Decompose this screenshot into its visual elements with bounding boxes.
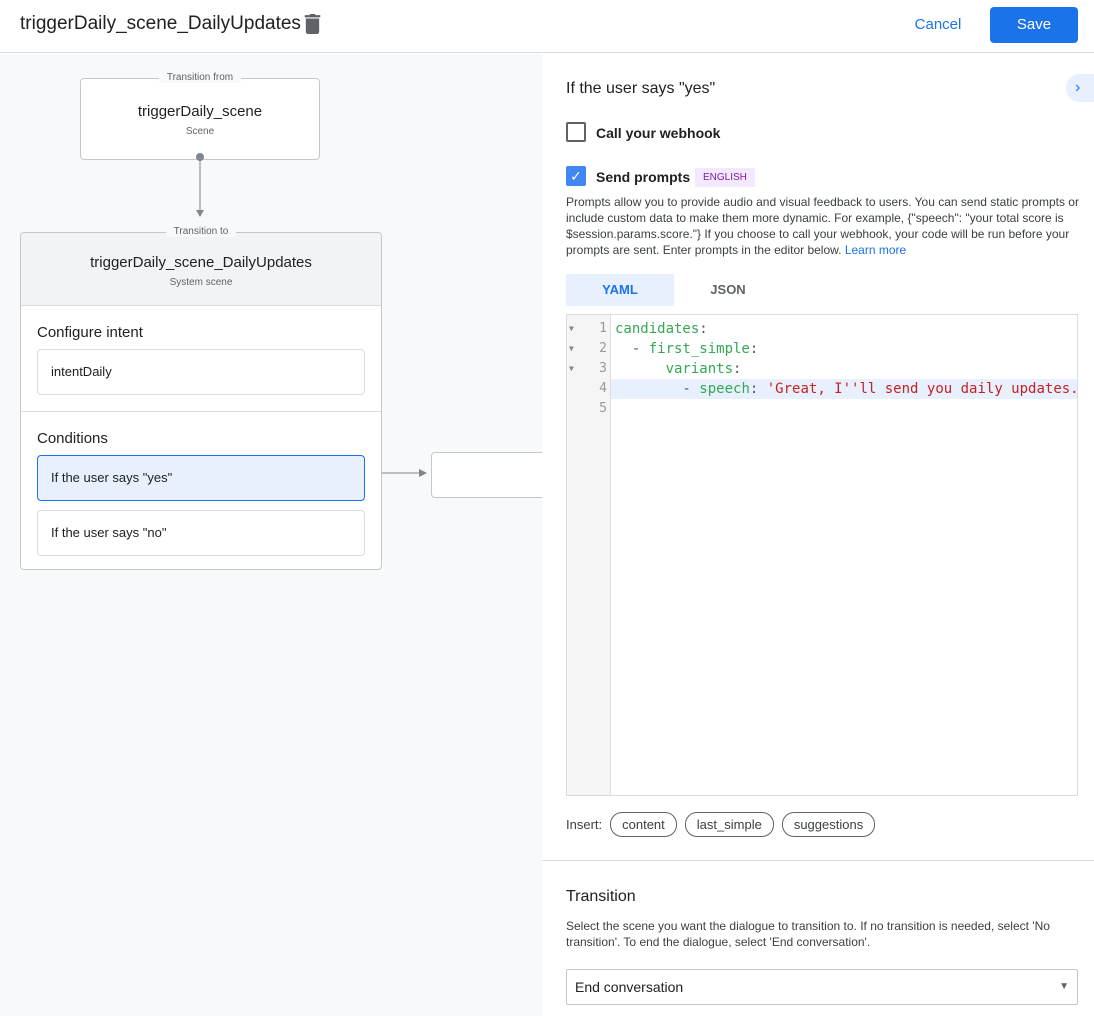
dropdown-arrow-icon: ▼	[1059, 981, 1069, 992]
code-line[interactable]: - first_simple:	[615, 341, 759, 357]
node-type: System scene	[169, 277, 233, 288]
line-number: ▼1	[567, 319, 611, 339]
transition-select[interactable]: End conversation▼	[566, 969, 1078, 1005]
code-line[interactable]: candidates:	[615, 321, 708, 337]
trash-icon[interactable]	[304, 14, 321, 34]
insert-suggestions-chip[interactable]: suggestions	[781, 812, 876, 837]
node-name: triggerDaily_scene	[137, 103, 263, 120]
learn-more-link[interactable]: Learn more	[844, 243, 907, 257]
webhook-label: Call your webhook	[596, 125, 721, 141]
node-legend: Transition from	[158, 72, 242, 83]
node-header: Transition to triggerDaily_scene_DailyUp…	[21, 226, 381, 306]
code-line[interactable]: variants:	[665, 361, 742, 377]
line-number: ▼2	[567, 339, 611, 359]
transition-from-node[interactable]: Transition from triggerDaily_scene Scene	[80, 72, 320, 160]
send-prompts-label: Send prompts	[596, 169, 691, 185]
code-line[interactable]: - speech: 'Great, I''ll send you daily u…	[611, 379, 1077, 399]
panel-title: If the user says "yes"	[566, 80, 716, 97]
header: triggerDaily_scene_DailyUpdates Cancel S…	[0, 0, 1094, 53]
tab-yaml[interactable]: YAML	[566, 274, 674, 306]
insert-content-chip[interactable]: content	[610, 812, 677, 837]
language-badge: ENGLISH	[695, 168, 755, 187]
scene-canvas: Transition from triggerDaily_scene Scene…	[0, 54, 542, 1016]
send-prompts-checkbox[interactable]: ✓	[566, 166, 586, 186]
cancel-button[interactable]: Cancel	[914, 16, 962, 33]
webhook-checkbox[interactable]	[566, 122, 586, 142]
transition-description: Select the scene you want the dialogue t…	[566, 919, 1050, 949]
node-legend: Transition to	[165, 226, 237, 237]
node-name: triggerDaily_scene_DailyUpdates	[90, 254, 312, 271]
chevron-right-icon[interactable]: ›	[1066, 74, 1094, 102]
line-number: 5	[599, 401, 607, 416]
conditions-title: Conditions	[37, 430, 108, 447]
arrow-icon	[196, 210, 204, 217]
node-type: Scene	[185, 126, 215, 137]
page-title: triggerDaily_scene_DailyUpdates	[20, 13, 301, 34]
condition-no[interactable]: If the user says "no"	[37, 510, 365, 556]
code-line[interactable]	[611, 399, 1077, 419]
tab-json[interactable]: JSON	[710, 282, 746, 297]
fold-icon[interactable]: ▼	[569, 324, 574, 333]
check-icon: ✓	[570, 168, 582, 184]
target-scene-node[interactable]	[431, 452, 542, 498]
condition-yes[interactable]: If the user says "yes"	[37, 455, 365, 501]
fold-icon[interactable]: ▼	[569, 364, 574, 373]
arrow-icon	[419, 469, 427, 477]
insert-label: Insert:	[566, 817, 603, 832]
line-number: 4	[599, 381, 607, 396]
transition-to-node: Transition to triggerDaily_scene_DailyUp…	[20, 226, 382, 570]
intent-field[interactable]: intentDaily	[37, 349, 365, 395]
insert-last-simple-chip[interactable]: last_simple	[684, 812, 774, 837]
prompts-description: Prompts allow you to provide audio and v…	[566, 195, 1079, 257]
divider	[542, 860, 1094, 861]
condition-panel: If the user says "yes" › Call your webho…	[542, 54, 1094, 1016]
line-gutter	[567, 315, 611, 795]
insert-bar: Insert: content last_simple suggestions	[566, 812, 876, 837]
transition-title: Transition	[566, 888, 636, 905]
line-number: ▼3	[567, 359, 611, 379]
save-button[interactable]: Save	[990, 7, 1078, 43]
fold-icon[interactable]: ▼	[569, 344, 574, 353]
configure-intent-title: Configure intent	[37, 324, 143, 341]
